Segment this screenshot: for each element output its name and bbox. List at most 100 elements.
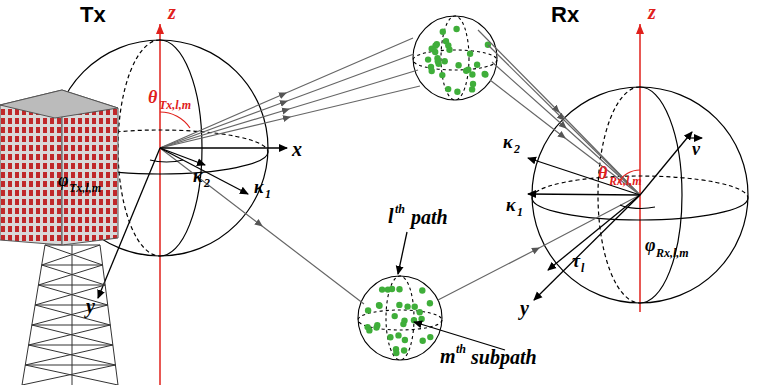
angle-subscript: Tx,l,m bbox=[159, 99, 191, 111]
lattice-tower bbox=[22, 245, 118, 385]
device-label: Rx bbox=[551, 4, 579, 26]
scatterer-dot bbox=[420, 338, 426, 344]
tower-brace bbox=[35, 305, 110, 325]
tower-brace bbox=[42, 265, 105, 285]
angle-arc bbox=[620, 205, 655, 208]
scatterer-dot bbox=[417, 309, 423, 315]
scatterer-dot bbox=[392, 313, 398, 319]
axis-label: κ bbox=[193, 167, 203, 185]
delay-label: τ bbox=[572, 252, 580, 270]
delay-subscript: l bbox=[581, 262, 584, 274]
scatterer-dot bbox=[365, 307, 371, 313]
axis-subscript: 2 bbox=[514, 143, 520, 155]
angle-symbol: θ bbox=[148, 88, 157, 106]
scatterer-dot bbox=[469, 71, 475, 77]
scatterer-dot bbox=[474, 62, 480, 68]
angle-arc bbox=[160, 112, 190, 128]
scatterer-dot bbox=[442, 58, 448, 64]
scatterer-dot bbox=[454, 89, 460, 95]
scatterer-dot bbox=[395, 332, 401, 338]
tower-brace bbox=[38, 285, 105, 286]
scatterer-dot bbox=[439, 72, 445, 78]
propagation-rays bbox=[160, 30, 640, 304]
tower-brace bbox=[22, 365, 115, 385]
angle-symbol: φ bbox=[645, 236, 656, 254]
scatterer-dot bbox=[469, 86, 475, 92]
scatterer-dot bbox=[455, 62, 461, 68]
velocity-label: v bbox=[692, 140, 700, 158]
tower-brace bbox=[25, 365, 115, 366]
subpath-label: th bbox=[456, 343, 466, 355]
tower-brace bbox=[32, 305, 108, 325]
axis-label: κ bbox=[506, 196, 516, 214]
path-label: path bbox=[411, 207, 448, 227]
scatterer-dot bbox=[432, 49, 438, 55]
angle-subscript: Rx,l,m bbox=[609, 175, 642, 187]
axis-label: y bbox=[520, 298, 529, 318]
scatterer-dot bbox=[435, 58, 441, 64]
coordinate-axes bbox=[98, 132, 692, 350]
scatterer-dot bbox=[376, 302, 382, 308]
scatterer-dot bbox=[418, 316, 424, 322]
tower-brace bbox=[42, 245, 100, 265]
scatterer-dot bbox=[364, 324, 370, 330]
scatterer-dot bbox=[396, 302, 402, 308]
tower-brace bbox=[25, 345, 113, 365]
axis-label: κ bbox=[254, 178, 264, 196]
tower-brace bbox=[38, 265, 102, 285]
scatterer-dot bbox=[387, 334, 393, 340]
scatterer-dot bbox=[419, 287, 425, 293]
tower-brace bbox=[25, 365, 118, 385]
tower-brace bbox=[38, 285, 107, 305]
scatterer-dot bbox=[482, 71, 488, 77]
scatterer-dot bbox=[393, 350, 399, 356]
scatterer-dot bbox=[425, 56, 431, 62]
axis-label: z bbox=[168, 2, 176, 22]
path-label: l bbox=[388, 206, 394, 226]
scatterer-dot bbox=[389, 286, 395, 292]
scatterer-dot bbox=[443, 38, 449, 44]
scatterer-dot bbox=[427, 300, 433, 306]
tower-brace bbox=[32, 325, 113, 345]
scatterer-dot bbox=[412, 304, 418, 310]
scatterer-dots bbox=[364, 26, 491, 356]
tower-brace bbox=[32, 325, 110, 326]
angle-symbol: φ bbox=[58, 171, 69, 189]
scatterer-dot bbox=[445, 86, 451, 92]
path-label: th bbox=[395, 203, 405, 215]
axis-label: x bbox=[292, 139, 302, 159]
scatterer-dot bbox=[427, 334, 433, 340]
scatterer-dot bbox=[463, 68, 469, 74]
scatterer-dot bbox=[401, 347, 407, 353]
z-axis-head bbox=[156, 24, 164, 34]
axis-subscript: 1 bbox=[265, 188, 271, 200]
scatterer-dot bbox=[482, 71, 488, 77]
scatterer-dot bbox=[374, 322, 380, 328]
z-axis bbox=[159, 24, 161, 385]
scatterer-dot bbox=[440, 29, 446, 35]
scatterer-dot bbox=[453, 26, 459, 32]
tower-brace bbox=[42, 265, 103, 266]
axis-label: z bbox=[648, 2, 656, 22]
vector-accent bbox=[690, 137, 702, 138]
tower-brace bbox=[35, 305, 108, 306]
scatterer-dot bbox=[429, 68, 435, 74]
tower-brace bbox=[29, 345, 113, 346]
angle-subscript: Rx,l,m bbox=[656, 247, 689, 259]
scatterer-dot bbox=[404, 303, 410, 309]
antenna-panel bbox=[0, 90, 118, 245]
device-label: Tx bbox=[80, 4, 106, 26]
subpath-label: subpath bbox=[471, 347, 537, 367]
scatterer-dot bbox=[434, 41, 440, 47]
angle-arc bbox=[150, 160, 183, 162]
scatterer-dot bbox=[467, 51, 473, 57]
axis-label: y bbox=[86, 296, 95, 316]
tower-brace bbox=[45, 245, 103, 265]
angle-subscript: Tx,l,m bbox=[69, 182, 101, 194]
scatterer-dot bbox=[402, 337, 408, 343]
scatterer-dot bbox=[379, 286, 385, 292]
subpath-label: m bbox=[440, 346, 456, 366]
axis-label: κ bbox=[503, 133, 513, 151]
axis-subscript: 2 bbox=[204, 177, 210, 189]
